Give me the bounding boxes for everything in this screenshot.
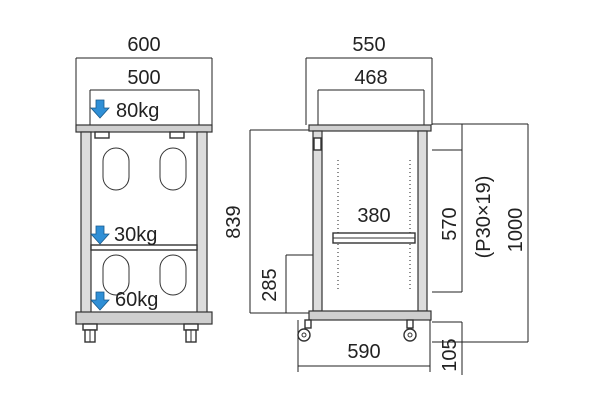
- side-adjustable-shelf: 380: [332, 205, 416, 244]
- side-depth-dimension: 550: [305, 34, 433, 125]
- pitch-label: (P30×19): [473, 176, 495, 259]
- side-rear-post: [417, 130, 428, 312]
- front-inner-width-dimension: 500: [89, 67, 200, 125]
- down-arrow-icon: [90, 291, 110, 311]
- load-bottom-label: 60kg: [115, 289, 158, 311]
- side-inner-depth-dimension: 468: [317, 67, 425, 125]
- side-view: 550 468 380: [297, 34, 433, 372]
- height-285-dimension: 285: [259, 254, 313, 313]
- down-arrow-icon: [90, 99, 110, 119]
- side-caster-rear: [403, 319, 417, 342]
- overall-height-label: 1000: [505, 208, 527, 253]
- front-bracket-right: [169, 131, 185, 139]
- side-overall-depth-label: 550: [352, 34, 385, 56]
- front-bottom-shelf: [75, 311, 213, 325]
- front-view: 600 500: [75, 34, 213, 343]
- front-opening-lower-left: [102, 254, 130, 296]
- side-shelf-depth-label: 380: [357, 205, 390, 227]
- front-caster-left: [82, 323, 98, 343]
- side-base-depth-dimension: 590: [297, 320, 431, 372]
- caster-height-label: 105: [439, 338, 461, 371]
- side-top-board: [308, 124, 432, 132]
- front-opening-lower-right: [159, 254, 187, 296]
- front-bracket-left: [94, 131, 110, 139]
- front-top-board: [75, 124, 213, 133]
- front-caster-right: [183, 323, 199, 343]
- side-front-post: [312, 130, 323, 312]
- load-top-marker: 80kg: [90, 99, 159, 122]
- side-base-depth-label: 590: [347, 341, 380, 363]
- front-opening-upper-left: [102, 147, 130, 191]
- front-overall-width-label: 600: [127, 34, 160, 56]
- side-post-bracket: [313, 137, 322, 151]
- front-middle-shelf: [90, 244, 198, 251]
- load-middle-marker: 30kg: [90, 224, 157, 246]
- load-top-label: 80kg: [116, 100, 159, 122]
- front-opening-upper-right: [159, 147, 187, 191]
- height-bottom-shelf-label: 285: [259, 268, 281, 301]
- front-inner-width-label: 500: [127, 67, 160, 89]
- front-left-post: [80, 131, 92, 315]
- height-1000-dimension: 1000: [432, 123, 529, 343]
- load-middle-label: 30kg: [114, 224, 157, 246]
- side-bottom-shelf: [308, 310, 432, 321]
- load-bottom-marker: 60kg: [90, 289, 158, 311]
- height-570-dimension: 570 (P30×19): [432, 124, 495, 293]
- adjust-range-label: 570: [439, 207, 461, 240]
- front-right-post: [196, 131, 208, 315]
- height-839-dimension: 839: [223, 129, 313, 314]
- down-arrow-icon: [90, 225, 110, 245]
- front-width-dimension: 600: [75, 34, 213, 125]
- side-inner-depth-label: 468: [354, 67, 387, 89]
- height-105-dimension: 105: [432, 321, 463, 375]
- height-total-label: 839: [223, 205, 245, 238]
- side-caster-front: [297, 319, 312, 342]
